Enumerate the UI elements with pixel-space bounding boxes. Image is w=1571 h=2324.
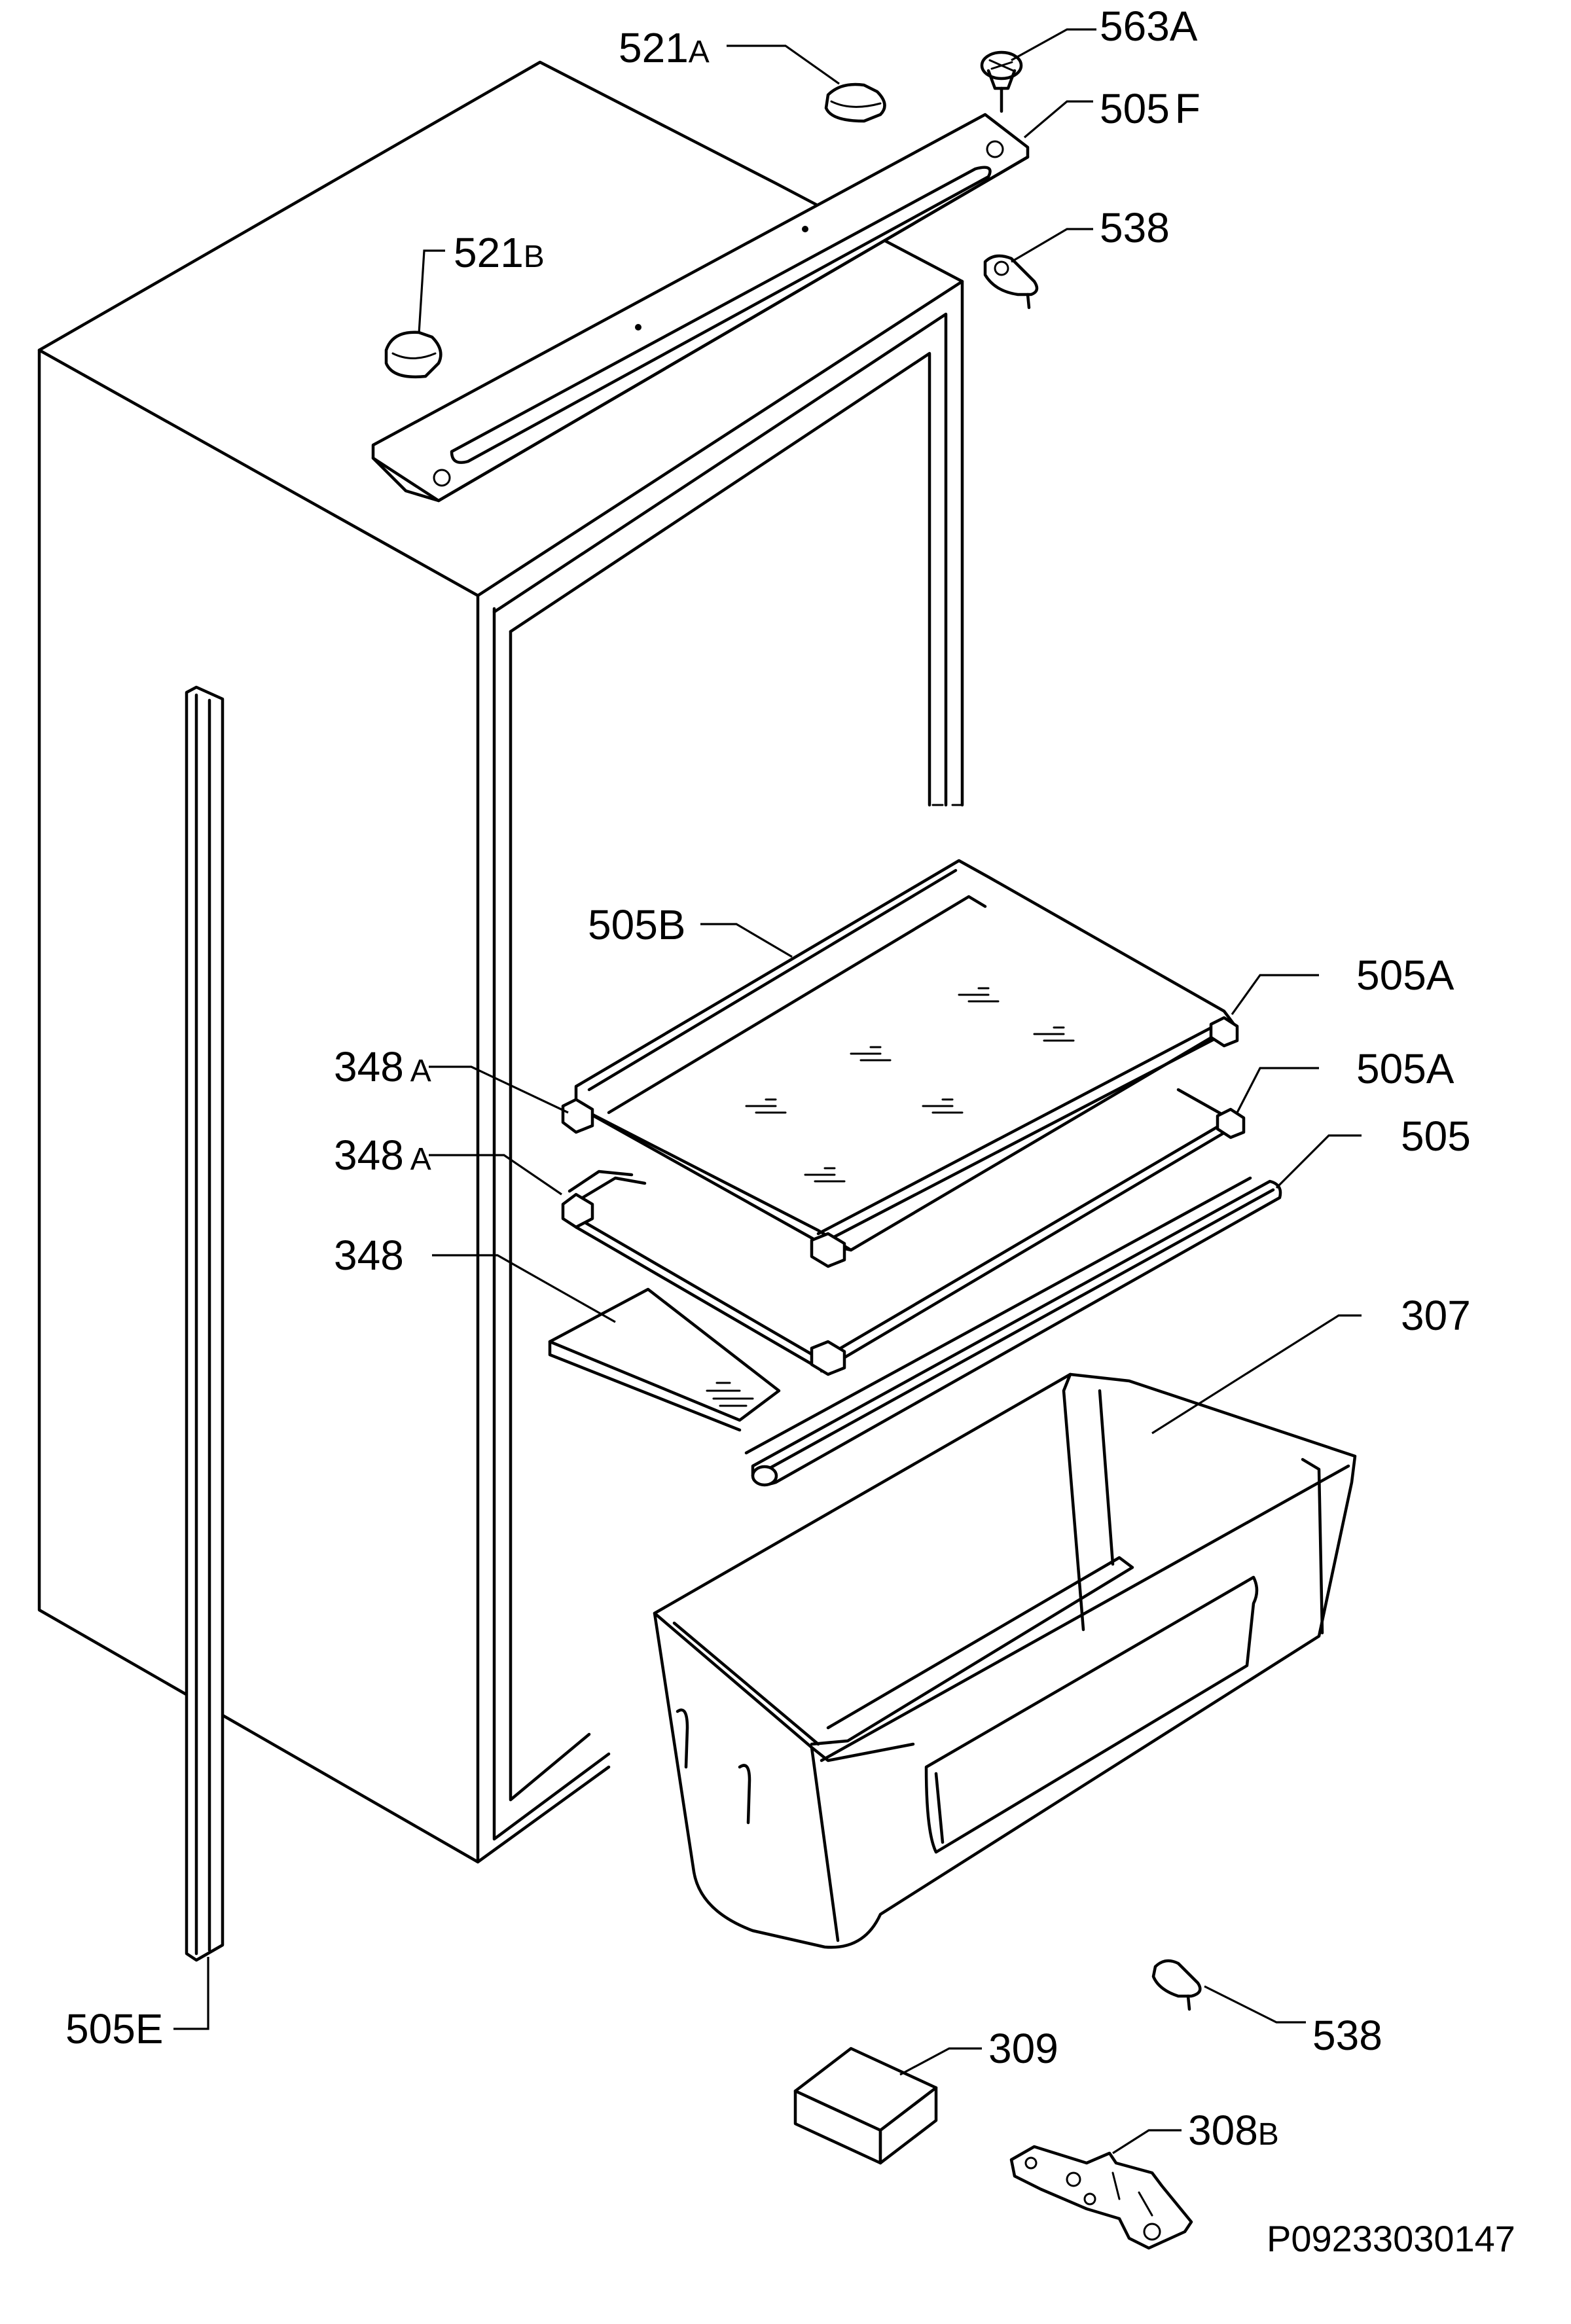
label-505a-upper: 505A	[1356, 952, 1454, 999]
label-307: 307	[1401, 1292, 1471, 1339]
cabinet-body	[37, 60, 964, 1864]
bottom-hinge-308b	[1009, 2145, 1193, 2250]
label-309: 309	[988, 2025, 1058, 2072]
screw-563a	[980, 50, 1023, 113]
label-308b: 308B	[1188, 2107, 1279, 2154]
hinge-pin-538-top	[983, 254, 1039, 310]
bottom-glass-plate	[548, 1287, 781, 1432]
leader-lines	[173, 28, 1362, 2154]
label-505b: 505B	[588, 901, 685, 948]
label-538-top: 538	[1100, 204, 1170, 251]
box-309	[793, 2047, 938, 2165]
cap-521a	[824, 82, 886, 123]
front-trim-505	[744, 1176, 1282, 1487]
label-505a-lower: 505A	[1356, 1045, 1454, 1092]
drawing-code: P09233030147	[1267, 2218, 1515, 2259]
hinge-pin-538-bottom	[1151, 1959, 1202, 2011]
label-563a: 563A	[1100, 3, 1198, 50]
upper-glass-shelf	[561, 859, 1239, 1268]
label-505: 505	[1401, 1113, 1471, 1160]
crisper-drawer	[653, 1372, 1357, 1949]
label-348: 348	[334, 1232, 404, 1279]
label-505e: 505E	[65, 2005, 163, 2052]
top-hinge-plate	[371, 113, 1030, 503]
door-seal-strip	[185, 685, 225, 1962]
label-521b: 521B	[454, 229, 545, 276]
cap-521b	[384, 331, 442, 378]
label-538-bottom: 538	[1312, 2012, 1382, 2059]
label-521a: 521A	[619, 24, 710, 71]
middle-glass-shelf	[561, 1088, 1246, 1376]
